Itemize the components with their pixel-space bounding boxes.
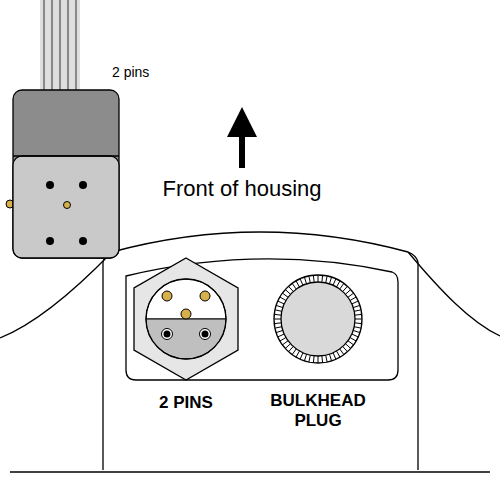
cable-pin-label: 2 pins (112, 64, 182, 80)
plug-label: BULKHEAD PLUG (259, 391, 377, 430)
bulkhead-connector (134, 258, 238, 380)
cable-connector (6, 0, 119, 258)
housing-outline (0, 232, 500, 472)
bulkhead-plug (274, 275, 362, 363)
direction-label: Front of housing (132, 176, 352, 201)
direction-arrow (239, 122, 245, 168)
connector-label: 2 PINS (131, 393, 241, 413)
